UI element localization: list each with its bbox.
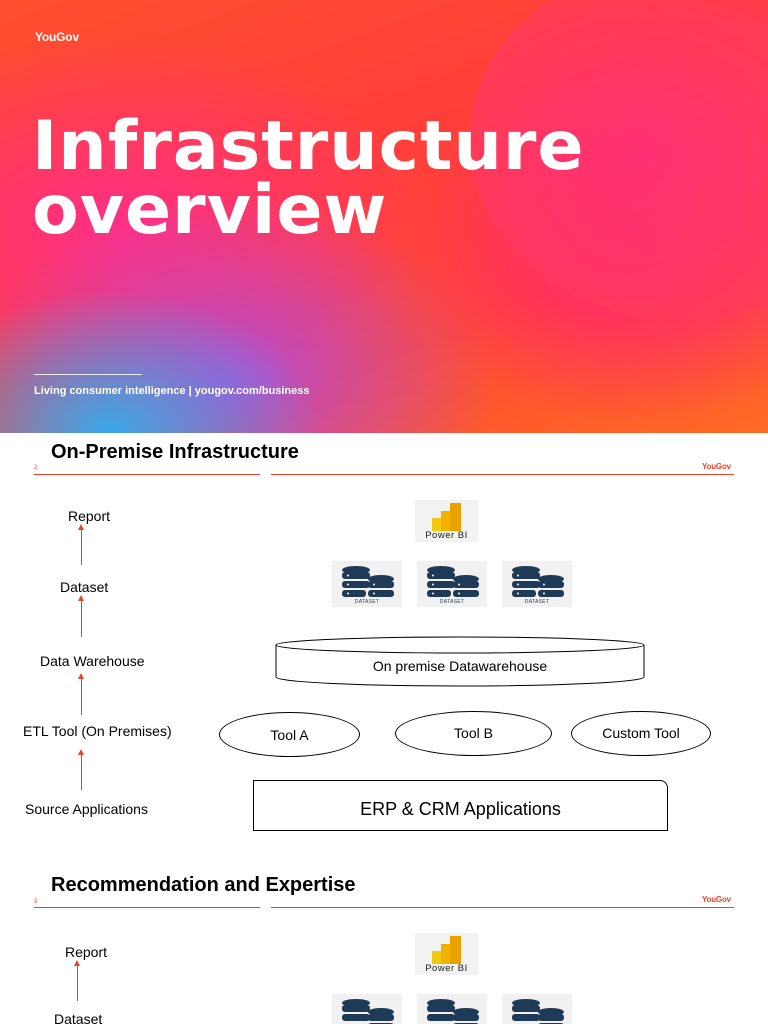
database-icon [427,999,479,1024]
cover-tagline: Living consumer intelligence | yougov.co… [34,385,310,397]
yougov-logo: YouGov [35,30,79,44]
header-rule-right [271,474,734,475]
cover-title: Infrastructure overview [32,107,585,250]
dataset-icon [502,994,572,1024]
header-rule-right [271,907,734,908]
yougov-logo: YouGov [702,462,731,471]
up-arrow-icon [78,749,84,790]
database-icon [512,999,564,1024]
recommendation-slide: Recommendation and Expertise 3 YouGov Re… [0,867,768,1024]
datawarehouse-label: On premise Datawarehouse [372,658,548,674]
power-bi-icon [432,936,461,964]
dataset-icon-label: DATASET [524,599,550,605]
cover-slide: YouGov Infrastructure overview Living co… [0,0,768,433]
dataset-icon-label: DATASET [354,599,380,605]
layer-label-warehouse: Data Warehouse [40,653,145,669]
up-arrow-icon [78,524,84,565]
database-icon [512,566,564,597]
up-arrow-icon [78,673,84,715]
layer-label-source: Source Applications [25,801,148,817]
custom-tool-ellipse: Custom Tool [571,711,711,756]
slide-title: Recommendation and Expertise [51,874,356,896]
layer-label-dataset: Dataset [54,1011,103,1024]
erp-crm-box: ERP & CRM Applications [253,780,668,831]
up-arrow-icon [74,960,80,1001]
tool-a-ellipse: Tool A [219,712,360,757]
layer-label-dataset: Dataset [60,579,109,595]
layer-label-report: Report [68,508,111,524]
cover-divider [34,374,142,375]
yougov-logo: YouGov [702,895,731,904]
dataset-icon: DATASET [417,561,487,607]
power-bi-logo: Power BI [415,500,478,542]
dataset-icon: DATASET [502,561,572,607]
page-number: 2 [34,465,38,471]
tool-b-ellipse: Tool B [395,711,552,756]
up-arrow-icon [78,595,84,637]
datawarehouse-cylinder: On premise Datawarehouse [275,635,645,687]
layer-label-report: Report [65,944,108,960]
slide-title: On-Premise Infrastructure [51,441,299,463]
page-number: 3 [34,899,38,905]
header-rule-left [34,474,260,475]
dataset-icon [332,994,402,1024]
dataset-icon: DATASET [332,561,402,607]
power-bi-label: Power BI [425,963,468,974]
power-bi-logo: Power BI [415,933,478,975]
database-icon [427,566,479,597]
layer-label-etl: ETL Tool (On Premises) [23,723,172,739]
dataset-icon [417,994,487,1024]
power-bi-icon [432,503,461,531]
power-bi-label: Power BI [425,530,468,541]
header-rule-left [34,907,260,908]
cylinder-shape [275,636,645,687]
on-premise-slide: On-Premise Infrastructure 2 YouGov Repor… [0,433,768,867]
database-icon [342,566,394,597]
dataset-icon-label: DATASET [439,599,465,605]
database-icon [342,999,394,1024]
